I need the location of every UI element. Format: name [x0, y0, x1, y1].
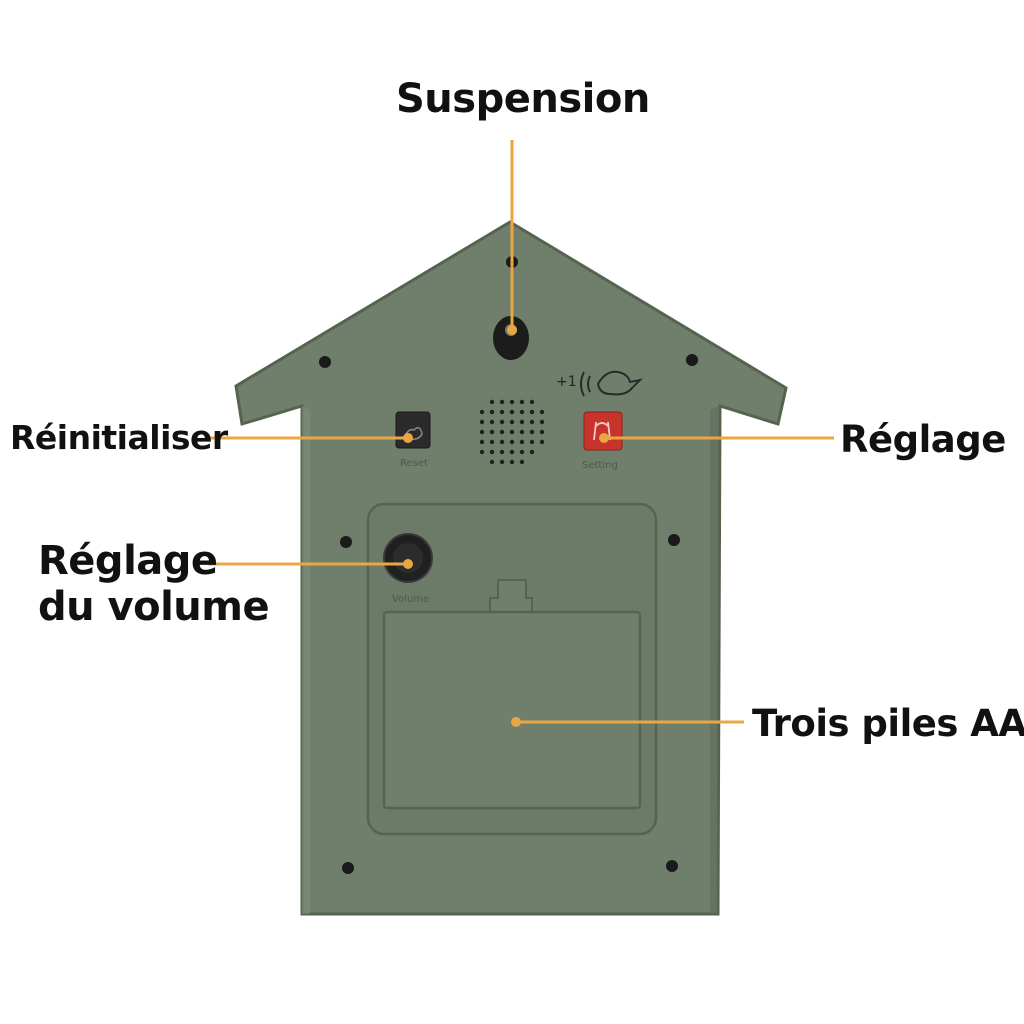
plus-one-text: +1 — [556, 374, 577, 390]
label-volume: Réglage du volume — [38, 538, 270, 630]
speaker-hole — [479, 409, 485, 415]
screw-hole — [319, 356, 331, 368]
speaker-hole — [499, 449, 505, 455]
speaker-hole — [499, 419, 505, 425]
speaker-hole — [519, 399, 525, 405]
speaker-hole — [499, 439, 505, 445]
speaker-hole — [509, 459, 515, 465]
speaker-hole — [529, 419, 535, 425]
volume-knob[interactable] — [383, 533, 433, 583]
label-volume-line1: Réglage — [38, 538, 218, 584]
bird-sound-icon — [580, 370, 644, 397]
clock-body: +1 Reset Setting Volume — [234, 220, 788, 916]
speaker-hole — [539, 419, 545, 425]
screw-hole — [340, 536, 352, 548]
speaker-hole — [539, 429, 545, 435]
speaker-hole — [479, 429, 485, 435]
speaker-grille-icon — [479, 399, 545, 465]
label-volume-line2: du volume — [38, 584, 270, 630]
speaker-hole — [509, 399, 515, 405]
speaker-hole — [489, 429, 495, 435]
speaker-hole — [529, 399, 535, 405]
speaker-hole — [489, 409, 495, 415]
speaker-hole — [529, 449, 535, 455]
label-battery: Trois piles AA — [752, 702, 1024, 745]
speaker-hole — [529, 439, 535, 445]
speaker-hole — [479, 439, 485, 445]
speaker-hole — [509, 449, 515, 455]
speaker-hole — [499, 459, 505, 465]
speaker-hole — [519, 419, 525, 425]
speaker-hole — [499, 409, 505, 415]
speaker-hole — [509, 409, 515, 415]
speaker-hole — [509, 419, 515, 425]
label-reset: Réinitialiser — [10, 418, 228, 457]
speaker-hole — [529, 409, 535, 415]
setting-button-text: Setting — [582, 460, 618, 471]
speaker-hole — [519, 449, 525, 455]
speaker-hole — [509, 429, 515, 435]
screw-hole — [686, 354, 698, 366]
volume-knob-text: Volume — [392, 594, 429, 605]
battery-cover — [382, 610, 642, 810]
screw-hole — [666, 860, 678, 872]
label-suspension: Suspension — [396, 76, 650, 122]
speaker-hole — [509, 439, 515, 445]
screw-hole — [668, 534, 680, 546]
speaker-hole — [489, 399, 495, 405]
speaker-hole — [499, 429, 505, 435]
speaker-hole — [489, 459, 495, 465]
speaker-hole — [489, 449, 495, 455]
speaker-hole — [539, 409, 545, 415]
label-setting: Réglage — [840, 418, 1006, 461]
speaker-hole — [489, 419, 495, 425]
speaker-hole — [519, 429, 525, 435]
speaker-hole — [519, 409, 525, 415]
battery-latch — [489, 579, 533, 612]
speaker-hole — [479, 449, 485, 455]
screw-hole — [342, 862, 354, 874]
speaker-hole — [519, 439, 525, 445]
reset-button-text: Reset — [400, 458, 428, 469]
speaker-hole — [519, 459, 525, 465]
speaker-hole — [499, 399, 505, 405]
callout-lines — [208, 140, 834, 727]
speaker-hole — [529, 429, 535, 435]
speaker-hole — [539, 439, 545, 445]
speaker-hole — [489, 439, 495, 445]
reset-button[interactable] — [395, 411, 431, 449]
speaker-hole — [479, 419, 485, 425]
setting-button[interactable] — [583, 411, 623, 451]
